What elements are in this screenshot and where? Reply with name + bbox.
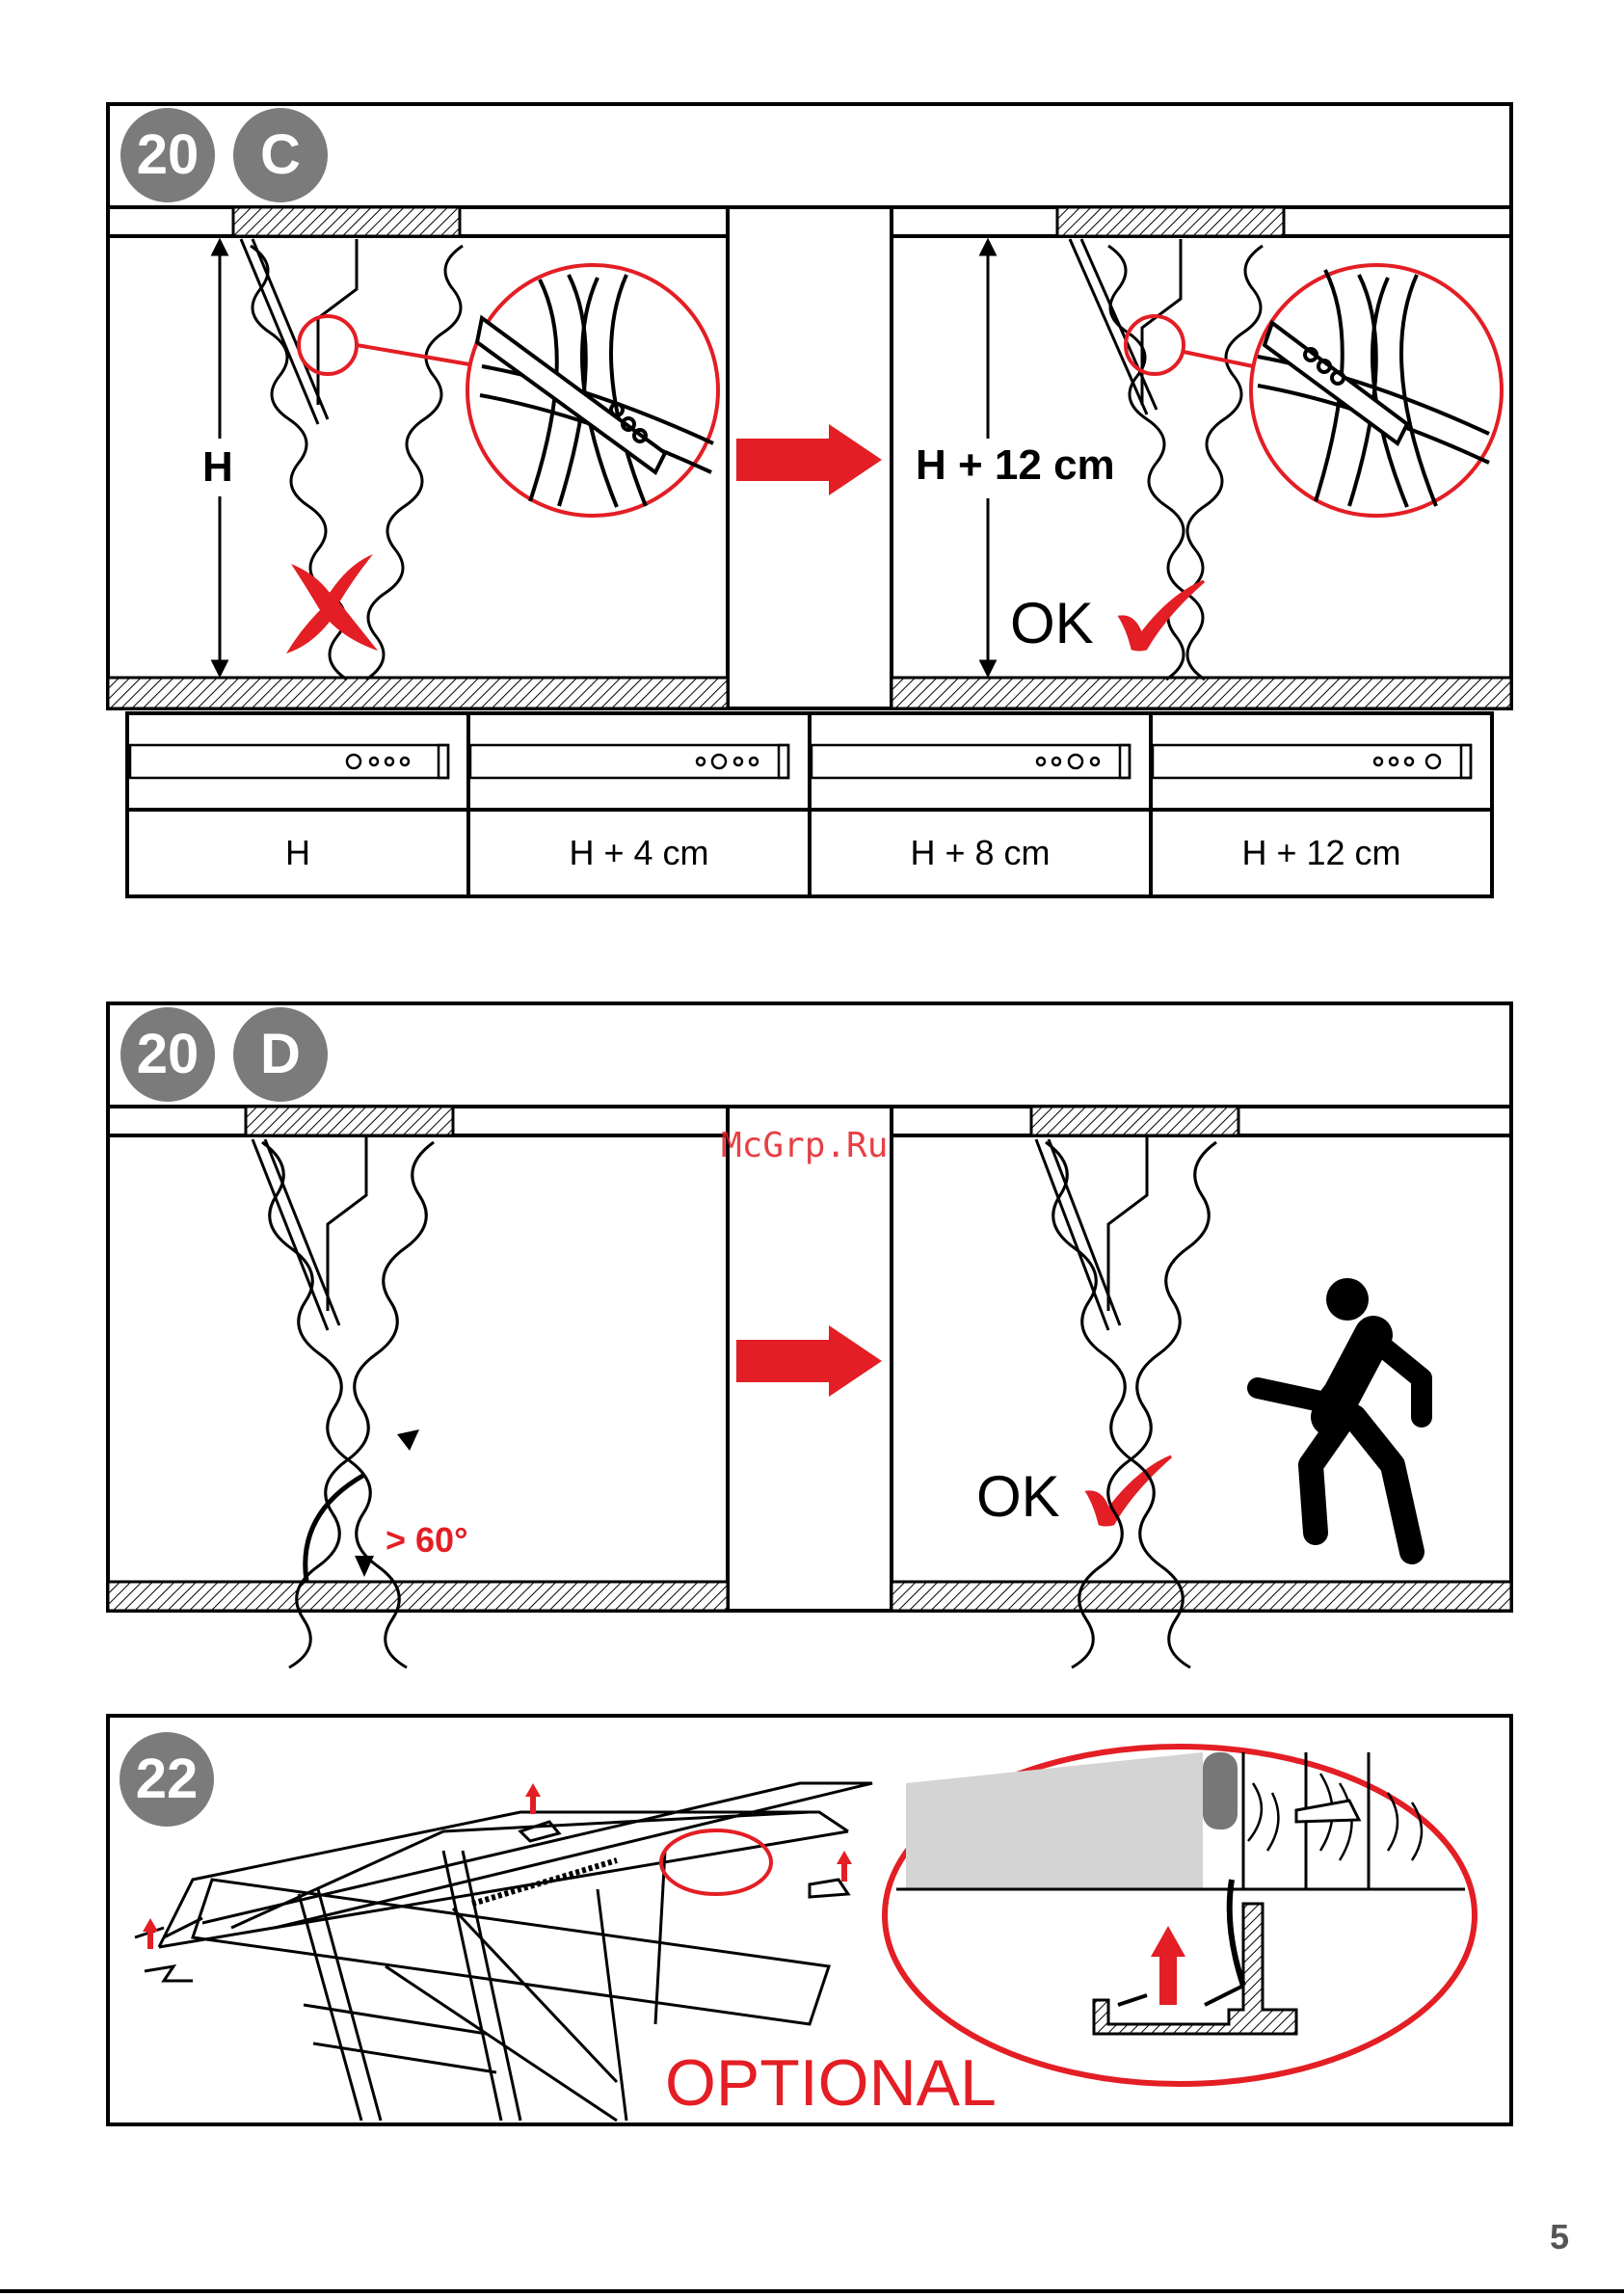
floor-hatch [108,1582,728,1611]
table-cell-label: H + 12 cm [1153,833,1490,873]
ok-label: OK [1010,590,1094,656]
detail-highlight-circle [661,1830,771,1894]
watermark: McGrp.Ru [721,1126,888,1165]
step-number-badge: 20 [120,108,215,202]
bottom-rule [0,2289,1624,2293]
arc-arrowhead [397,1429,419,1451]
height-plus-label: H + 12 cm [916,441,1115,490]
arrow-right-icon [736,424,882,495]
step-letter-badge: C [233,108,328,202]
ladder-illustration [241,239,463,680]
table-cell-label: H + 4 cm [470,833,808,873]
optional-label: OPTIONAL [665,2045,997,2121]
ceiling-hatch [1031,1107,1238,1135]
arc-arrowhead [355,1556,374,1577]
ceiling-hatch [233,207,460,236]
step-letter-badge: D [233,1007,328,1102]
table-cell-label: H + 8 cm [812,833,1149,873]
ok-label: OK [976,1463,1060,1530]
arrow-right-icon [736,1325,882,1397]
page-number: 5 [1550,2217,1569,2257]
table-cell-label: H [129,833,466,873]
step-number-badge: 20 [120,1007,215,1102]
check-mark-icon [1087,1456,1171,1525]
floor-hatch [892,1582,1511,1611]
rail-drawings [130,745,1471,778]
ceiling-hatch [246,1107,453,1135]
height-label: H [202,443,233,492]
cross-mark-icon [286,554,378,654]
ceiling-hatch [1057,207,1284,236]
angle-label: > 60° [386,1520,467,1561]
step-number-badge: 22 [120,1732,214,1827]
person-walking-icon [1258,1278,1422,1552]
floor-hatch [108,678,728,708]
floor-hatch [892,678,1511,708]
